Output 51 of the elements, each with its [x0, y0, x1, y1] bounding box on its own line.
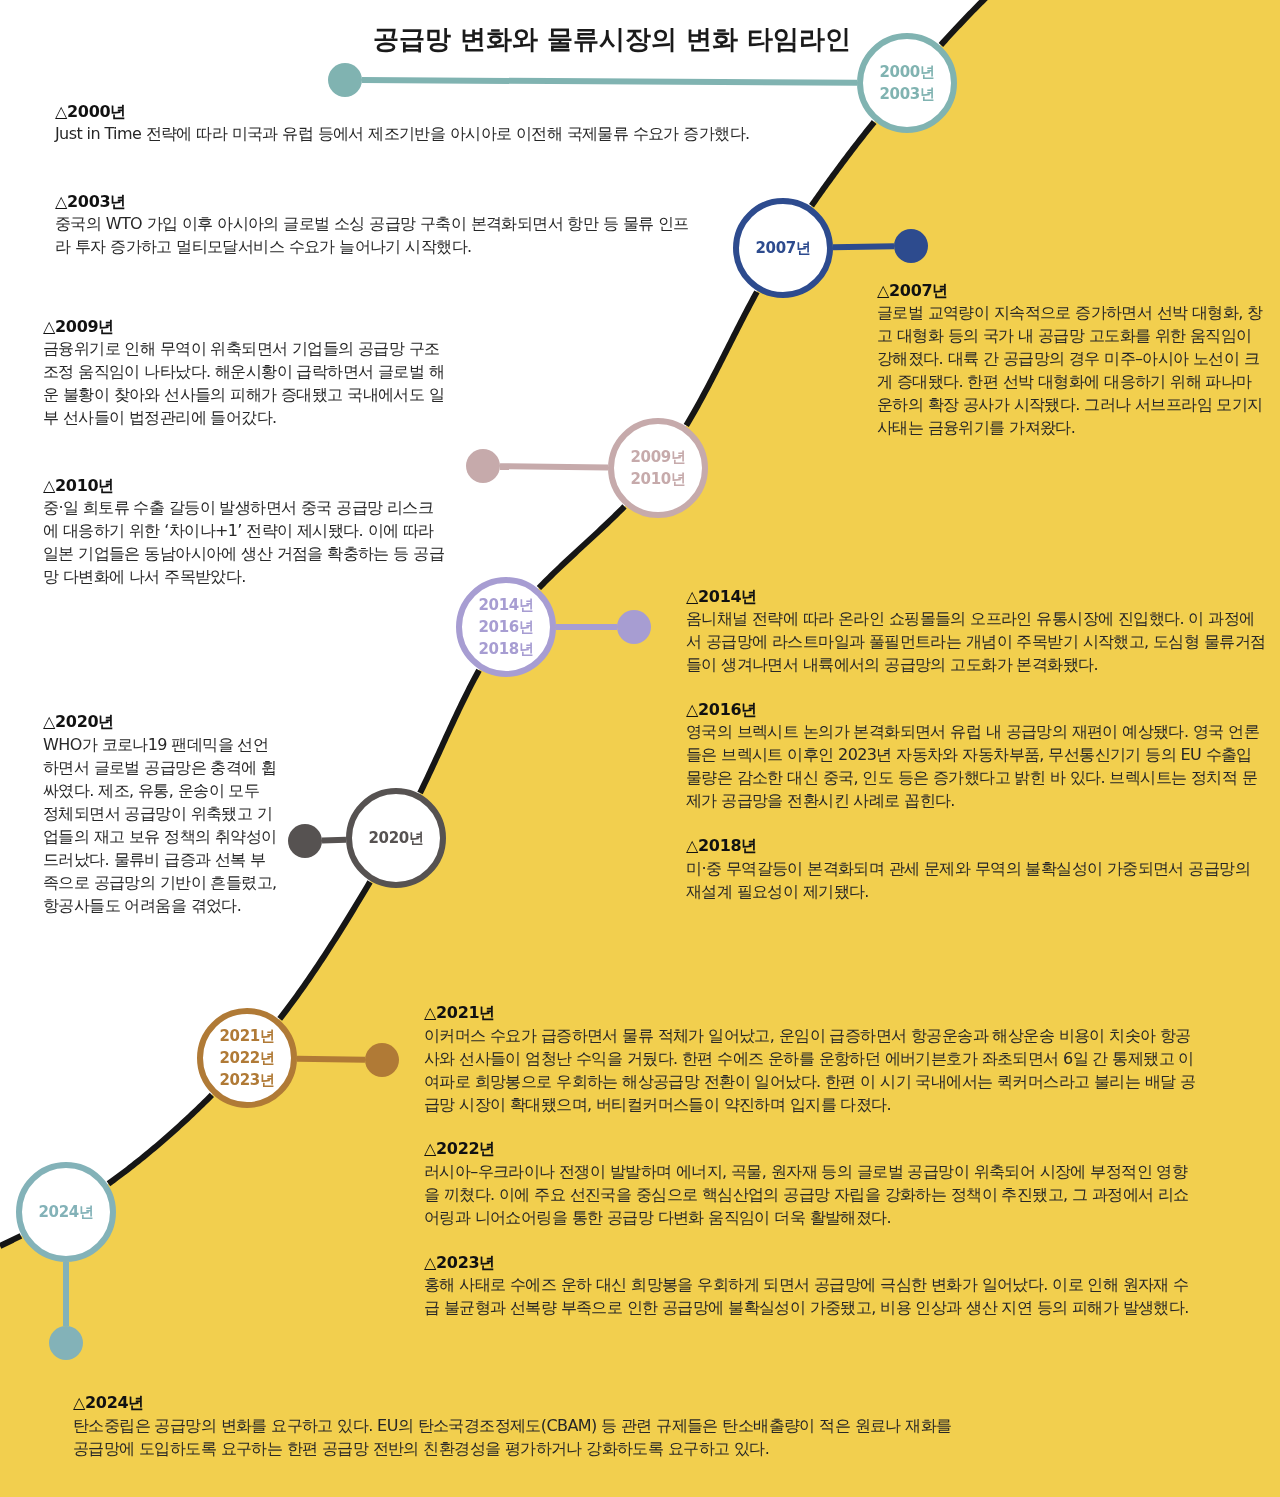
connector-line	[362, 77, 857, 86]
description-text: 홍해 사태로 수에즈 운하 대신 희망봉을 우회하게 되면서 공급망에 극심한 변화가 일어났다. 이로 인해 원자재 수급 불균형과 선복량 부족으로 인한 공급망에 불확실성이 가중됐고, 비용 인상과 생산 지연 등의 피해가 발생했다.	[424, 1274, 1190, 1319]
year-heading: △2014년	[686, 586, 758, 608]
timeline-curve	[683, 290, 760, 428]
description-text: 글로벌 교역량이 지속적으로 증가하면서 선박 대형화, 창고 대형화 등의 국가 내 공급망 고도화를 위한 움직임이 강해졌다. 대륙 간 공급망의 경우 미주–아시아 노선이 크게 증대됐다. 한편 선박 대형화에 대응하기 위해 파나마운하의 확장 공사가 시작됐다. 그러나 서브프라임 모기지 사태는 금융위기를 가져왔다.	[877, 302, 1264, 439]
connector-line	[63, 1262, 69, 1326]
diagram-title: 공급망 변화와 물류시장의 변화 타임라인	[372, 23, 852, 56]
description-text: WHO가 코로나19 팬데믹을 선언하면서 글로벌 공급망은 충격에 휩싸였다. 제조, 유통, 운송이 모두 정체되면서 공급망이 위축됐고 기업들의 재고 보유 정책의 취약성이 드러났다. 물류비 급증과 선복 부족으로 공급망의 기반이 흔들렸고, 항공사들도 어려움을 겪었다.	[43, 734, 278, 917]
description-text: 중국의 WTO 가입 이후 아시아의 글로벌 소싱 공급망 구축이 본격화되면서 항만 등 물류 인프라 투자 증가하고 멀티모달서비스 수요가 늘어나기 시작했다.	[55, 213, 690, 258]
year-label: 2000년 2003년	[879, 62, 935, 105]
year-heading: △2021년	[424, 1002, 496, 1024]
timeline-curve	[809, 120, 877, 208]
description-text: 옴니채널 전략에 따라 온라인 쇼핑몰들의 오프라인 유통시장에 진입했다. 이 과정에서 공급망에 라스트마일과 풀필먼트라는 개념이 주목받기 시작했고, 도심형 물류거점들이 생겨나면서 내륙에서의 공급망의 고도화가 본격화됐다.	[686, 608, 1266, 676]
connector-line	[321, 836, 347, 844]
connector-line	[296, 1055, 366, 1063]
timeline-curve	[536, 504, 627, 591]
year-heading: △2010년	[43, 475, 115, 497]
description-text: 미·중 무역갈등이 본격화되며 관세 문제와 무역의 불확실성이 가중되면서 공급망의 재설계 필요성이 제기됐다.	[686, 858, 1251, 903]
connector-line	[556, 624, 617, 630]
year-heading: △2016년	[686, 699, 758, 721]
connector-line	[832, 243, 895, 251]
year-label: 2007년	[755, 238, 811, 259]
description-text: 금융위기로 인해 무역이 위축되면서 기업들의 공급망 구조조정 움직임이 나타났다. 해운시황이 급락하면서 글로벌 해운 불황이 찾아와 선사들의 피해가 증대됐고 국내에서도 일부 선사들이 법정관리에 들어갔다.	[43, 338, 445, 429]
year-heading: △2000년	[55, 101, 127, 123]
year-label: 2009년 2010년	[630, 447, 686, 490]
year-heading: △2023년	[424, 1252, 496, 1274]
description-text: Just in Time 전략에 따라 미국과 유럽 등에서 제조기반을 아시아로 이전해 국제물류 수요가 증가했다.	[55, 123, 751, 145]
timeline-curve	[106, 1092, 214, 1187]
description-text: 중·일 희토류 수출 갈등이 발생하면서 중국 공급망 리스크에 대응하기 위한 ‘차이나+1’ 전략이 제시됐다. 이에 따라 일본 기업들은 동남아시아에 생산 거점을 확충하는 등 공급망 다변화에 나서 주목받았다.	[43, 497, 445, 588]
year-heading: △2003년	[55, 191, 127, 213]
description-text: 이커머스 수요가 급증하면서 물류 적체가 일어났고, 운임이 급증하면서 항공운송과 해상운송 비용이 치솟아 항공사와 선사들이 엄청난 수익을 거뒀다. 한편 수에즈 운하를 운항하던 에버기븐호가 좌초되면서 6일 간 통제됐고 이 여파로 희망봉으로 우회하는 해상공급망 전환이 일어났다. 한편 이 시기 국내에서는 퀵커머스라고 불리는 배달 공급망 시장이 확대됐으며, 버티컬커머스들이 약진하며 입지를 다졌다.	[424, 1025, 1197, 1116]
end-dot	[328, 63, 362, 97]
year-label: 2020년	[368, 828, 424, 849]
end-dot	[288, 824, 322, 858]
timeline-curve	[0, 1233, 24, 1249]
year-heading: △2022년	[424, 1138, 496, 1160]
year-label: 2021년 2022년 2023년	[219, 1026, 275, 1091]
year-heading: △2009년	[43, 316, 115, 338]
timeline-curve	[417, 668, 482, 795]
year-label: 2014년 2016년 2018년	[478, 595, 534, 660]
year-heading: △2018년	[686, 835, 758, 857]
year-heading: △2020년	[43, 711, 115, 733]
timeline-curve	[277, 880, 373, 1021]
description-text: 러시아–우크라이나 전쟁이 발발하며 에너지, 곡물, 원자재 등의 글로벌 공급망이 위축되어 시장에 부정적인 영향을 끼쳤다. 이에 주요 선진국을 중심으로 핵심산업의 공급망 자립을 강화하는 정책이 추진됐고, 그 과정에서 리쇼어링과 니어쇼어링을 통한 공급망 다변화 움직임이 더욱 활발해졌다.	[424, 1161, 1190, 1229]
description-text: 영국의 브렉시트 논의가 본격화되면서 유럽 내 공급망의 재편이 예상됐다. 영국 언론들은 브렉시트 이후인 2023년 자동차와 자동차부품, 무선통신기기 등의 EU 수출입 물량은 감소한 대신 중국, 인도 등은 증가했다고 밝힌 바 있다. 브렉시트는 정치적 문제가 공급망을 전환시킨 사례로 꼽힌다.	[686, 721, 1260, 812]
year-heading: △2007년	[877, 280, 949, 302]
end-dot	[466, 449, 500, 483]
year-heading: △2024년	[73, 1392, 145, 1414]
description-text: 탄소중립은 공급망의 변화를 요구하고 있다. EU의 탄소국경조정제도(CBAM) 등 관련 규제들은 탄소배출량이 적은 원료나 재화를 공급망에 도입하도록 요구하는 한편 공급망 전반의 친환경성을 평가하거나 강화하도록 요구하고 있다.	[73, 1415, 953, 1460]
year-label: 2024년	[38, 1202, 94, 1223]
connector-line	[499, 463, 609, 471]
